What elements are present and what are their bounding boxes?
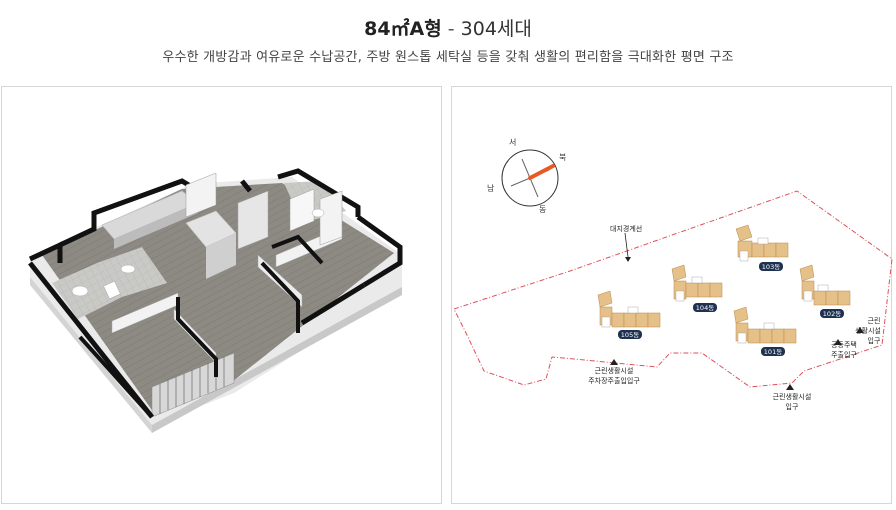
entrance-right-top-line3: 입구	[868, 337, 881, 345]
entrance-bottom-center: 근린생활시설 입구	[773, 384, 812, 411]
entrance-right-top-line1: 근린	[868, 316, 881, 325]
building-103: 103동	[735, 224, 789, 271]
compass-south: 남	[487, 184, 495, 193]
page-title: 84㎡A형 - 304세대	[0, 14, 896, 41]
building-102: 102동	[799, 264, 851, 318]
site-boundary-line	[453, 190, 893, 388]
building-102-label: 102동	[823, 310, 841, 318]
entrance-bottom-left: 근린생활시설 주차장주출입입구	[588, 359, 640, 385]
page-subtitle: 우수한 개방감과 여유로운 수납공간, 주방 원스톱 세탁실 등을 갖춰 생활의…	[162, 50, 734, 65]
building-105-label: 105동	[621, 331, 639, 339]
boundary-label: 대지경계선	[610, 224, 642, 233]
floor-plan-panel	[1, 86, 442, 504]
compass-west: 서	[509, 138, 516, 147]
building-101: 101동	[733, 306, 797, 356]
entrance-right-top-line2: 생활시설	[855, 326, 881, 335]
entrance-bottom-left-line1: 근린생활시설	[595, 366, 634, 375]
building-101-label: 101동	[764, 348, 782, 356]
entrance-bottom-left-line2: 주차장주출입입구	[588, 376, 640, 385]
entrance-apartment-line2: 주출입구	[831, 350, 857, 359]
compass: 서 북 남 동	[487, 138, 566, 214]
site-plan-map: 서 북 남 동 대지경계선 103동	[453, 138, 893, 411]
compass-needle	[528, 164, 555, 180]
entrance-bottom-center-line2: 입구	[786, 403, 799, 411]
entrance-apartment-line1: 공동주택	[831, 340, 857, 349]
building-104-label: 104동	[696, 304, 714, 312]
household-count: 304세대	[460, 18, 532, 40]
entrance-right-top: 근린 생활시설 입구	[855, 316, 881, 345]
building-105: 105동	[597, 290, 661, 339]
building-103-label: 103동	[762, 263, 780, 271]
site-plan-panel: 서 북 남 동 대지경계선 103동	[451, 86, 893, 504]
compass-north: 북	[559, 153, 566, 162]
unit-type-name: 84㎡A형	[364, 18, 442, 40]
entrance-bottom-center-line1: 근린생활시설	[773, 392, 812, 401]
entrance-apartment-main: 공동주택 주출입구	[831, 339, 857, 359]
title-separator: -	[441, 18, 461, 40]
floor-plan-3d-image	[28, 168, 403, 433]
building-104: 104동	[671, 264, 723, 312]
compass-east: 동	[539, 205, 546, 214]
